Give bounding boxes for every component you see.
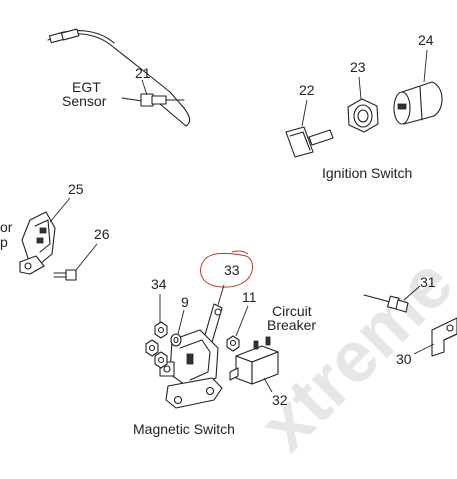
breaker-label-line2: Breaker [267,317,316,333]
leader-21 [141,79,148,96]
callout-33: 33 [224,262,240,278]
cutoff-label-line2: p [0,234,8,250]
leader-33 [217,284,225,306]
washer-part-9 [170,333,182,347]
nuts-part-34 [145,321,168,369]
leader-25 [49,197,71,223]
egt-sensor-part [47,28,191,127]
leader-23 [358,76,362,100]
sensor-bracket-part [19,211,56,275]
bolt-part [53,269,77,281]
callout-31: 31 [420,274,436,290]
ignition-key-part [285,126,334,158]
sensor-probe-part-31 [363,294,409,313]
callout-23: 23 [350,59,366,75]
callout-21: 21 [135,65,151,81]
leader-11 [235,305,249,337]
callout-25: 25 [68,181,84,197]
ignition-nut-part [347,98,379,133]
magnetic-switch-part [159,303,223,409]
leader-22 [301,99,308,127]
callout-11: 11 [242,289,257,305]
callout-32: 32 [272,392,288,408]
breaker-label-line1: Circuit [272,303,312,319]
magnetic-switch-label: Magnetic Switch [133,421,235,437]
callout-24: 24 [418,32,434,48]
circuit-breaker-part [229,336,279,385]
cutoff-label-line1: or [0,219,13,235]
ignition-switch-label: Ignition Switch [322,165,412,181]
highlight-circle-33 [200,250,253,288]
leader-32 [263,377,273,393]
leader-31 [403,285,421,301]
callout-26: 26 [94,226,110,242]
leader-30 [413,343,435,355]
leader-26 [75,243,98,271]
leader-24 [423,49,428,83]
callout-34: 34 [151,276,167,292]
nut-part-11 [226,335,240,352]
callout-30: 30 [396,351,412,367]
callout-9: 9 [181,294,189,310]
ignition-switch-body-part [393,81,443,125]
callout-22: 22 [299,82,315,98]
egt-label-line2: Sensor [62,93,107,109]
leader-9 [177,309,185,335]
egt-label-line1: EGT [72,79,101,95]
bracket-part-30 [431,317,457,357]
